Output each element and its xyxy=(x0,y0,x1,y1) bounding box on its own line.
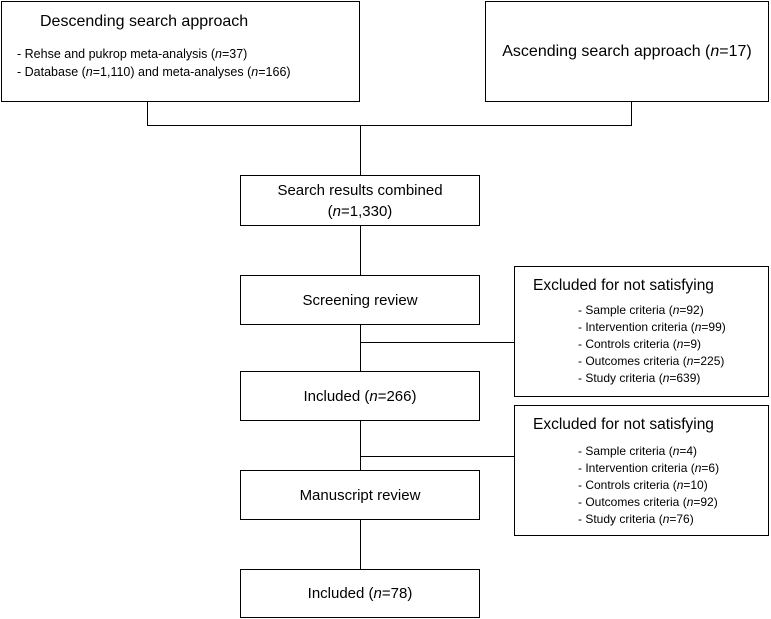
manuscript-label: Manuscript review xyxy=(299,486,421,504)
connector-to-combined xyxy=(360,125,361,175)
included-2-label: Included (n=78) xyxy=(307,585,413,602)
excluded-2-list: - Sample criteria (n=4) - Intervention c… xyxy=(578,443,719,528)
excluded-box-1: Excluded for not satisfying - Sample cri… xyxy=(514,266,769,397)
connector-to-excluded-2 xyxy=(360,456,515,457)
descending-item-1: - Rehse and pukrop meta-analysis (n=37) xyxy=(17,47,248,61)
connector-to-screening xyxy=(360,226,361,275)
excluded-1-item-controls: - Controls criteria (n=9) xyxy=(578,337,702,351)
manuscript-review-box: Manuscript review xyxy=(240,470,480,520)
ascending-label: Ascending search approach (n=17) xyxy=(502,43,752,60)
combined-count: (n=1,330) xyxy=(327,202,393,220)
connector-to-included-1 xyxy=(360,325,361,371)
connector-merge xyxy=(147,125,632,126)
excluded-2-item-controls: - Controls criteria (n=10) xyxy=(578,478,708,492)
screening-label: Screening review xyxy=(302,291,418,309)
excluded-2-title: Excluded for not satisfying xyxy=(533,416,714,433)
included-box-1: Included (n=266) xyxy=(240,371,480,421)
excluded-2-item-study: - Study criteria (n=76) xyxy=(578,512,694,526)
excluded-2-item-sample: - Sample criteria (n=4) xyxy=(578,444,698,458)
descending-title: Descending search approach xyxy=(40,13,249,30)
screening-review-box: Screening review xyxy=(240,275,480,325)
excluded-1-title: Excluded for not satisfying xyxy=(533,277,714,294)
connector-ascending-down xyxy=(631,102,632,126)
connector-descending-down xyxy=(147,102,148,126)
included-1-label: Included (n=266) xyxy=(303,387,417,405)
excluded-2-item-outcomes: - Outcomes criteria (n=92) xyxy=(578,495,718,509)
excluded-1-list: - Sample criteria (n=92) - Intervention … xyxy=(578,302,726,387)
connector-to-manuscript xyxy=(360,421,361,470)
excluded-1-item-intervention: - Intervention criteria (n=99) xyxy=(578,320,726,334)
excluded-1-item-study: - Study criteria (n=639) xyxy=(578,371,701,385)
excluded-1-item-outcomes: - Outcomes criteria (n=225) xyxy=(578,354,725,368)
combined-results-box: Search results combined (n=1,330) xyxy=(240,175,480,226)
excluded-2-item-intervention: - Intervention criteria (n=6) xyxy=(578,461,720,475)
excluded-1-item-sample: - Sample criteria (n=92) xyxy=(578,303,704,317)
excluded-box-2: Excluded for not satisfying - Sample cri… xyxy=(514,405,769,536)
descending-list: - Rehse and pukrop meta-analysis (n=37) … xyxy=(17,45,291,81)
connector-to-included-2 xyxy=(360,520,361,569)
descending-item-2: - Database (n=1,110) and meta-analyses (… xyxy=(17,65,291,79)
ascending-approach-box: Ascending search approach (n=17) xyxy=(485,1,769,102)
connector-to-excluded-1 xyxy=(360,342,515,343)
descending-approach-box: Descending search approach - Rehse and p… xyxy=(1,1,360,102)
combined-line1: Search results combined xyxy=(277,181,443,199)
included-box-2: Included (n=78) xyxy=(240,569,480,618)
